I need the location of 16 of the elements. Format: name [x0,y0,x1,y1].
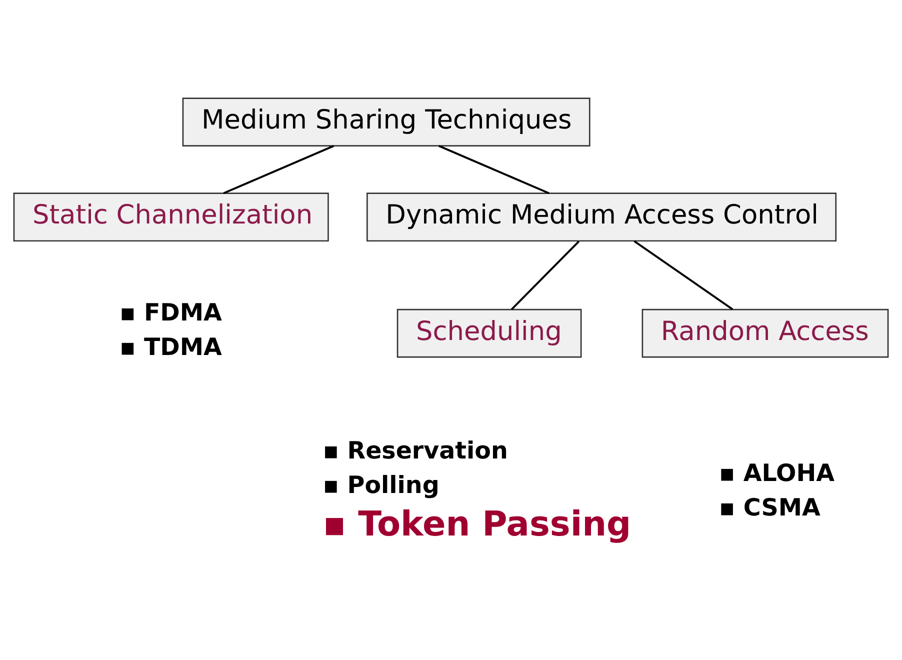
node-label: ▪ Polling [322,470,440,499]
node-label: ▪ ALOHA [719,459,835,488]
node-label: ▪ TDMA [120,332,222,361]
node-label: ▪ CSMA [719,493,820,522]
node-box: Medium Sharing Techniques [182,98,590,146]
node-box: Dynamic Medium Access Control [366,192,837,242]
node-box: Scheduling [396,308,582,358]
node-box: Random Access [642,308,889,358]
connector [634,240,734,310]
connector [510,240,580,310]
node-label: ▪ Token Passing [322,504,632,545]
node-label: ▪ FDMA [120,298,222,327]
node-label: ▪ Reservation [322,436,508,465]
connector [223,145,334,194]
node-box: Static Channelization [13,192,329,242]
connector [438,145,550,194]
